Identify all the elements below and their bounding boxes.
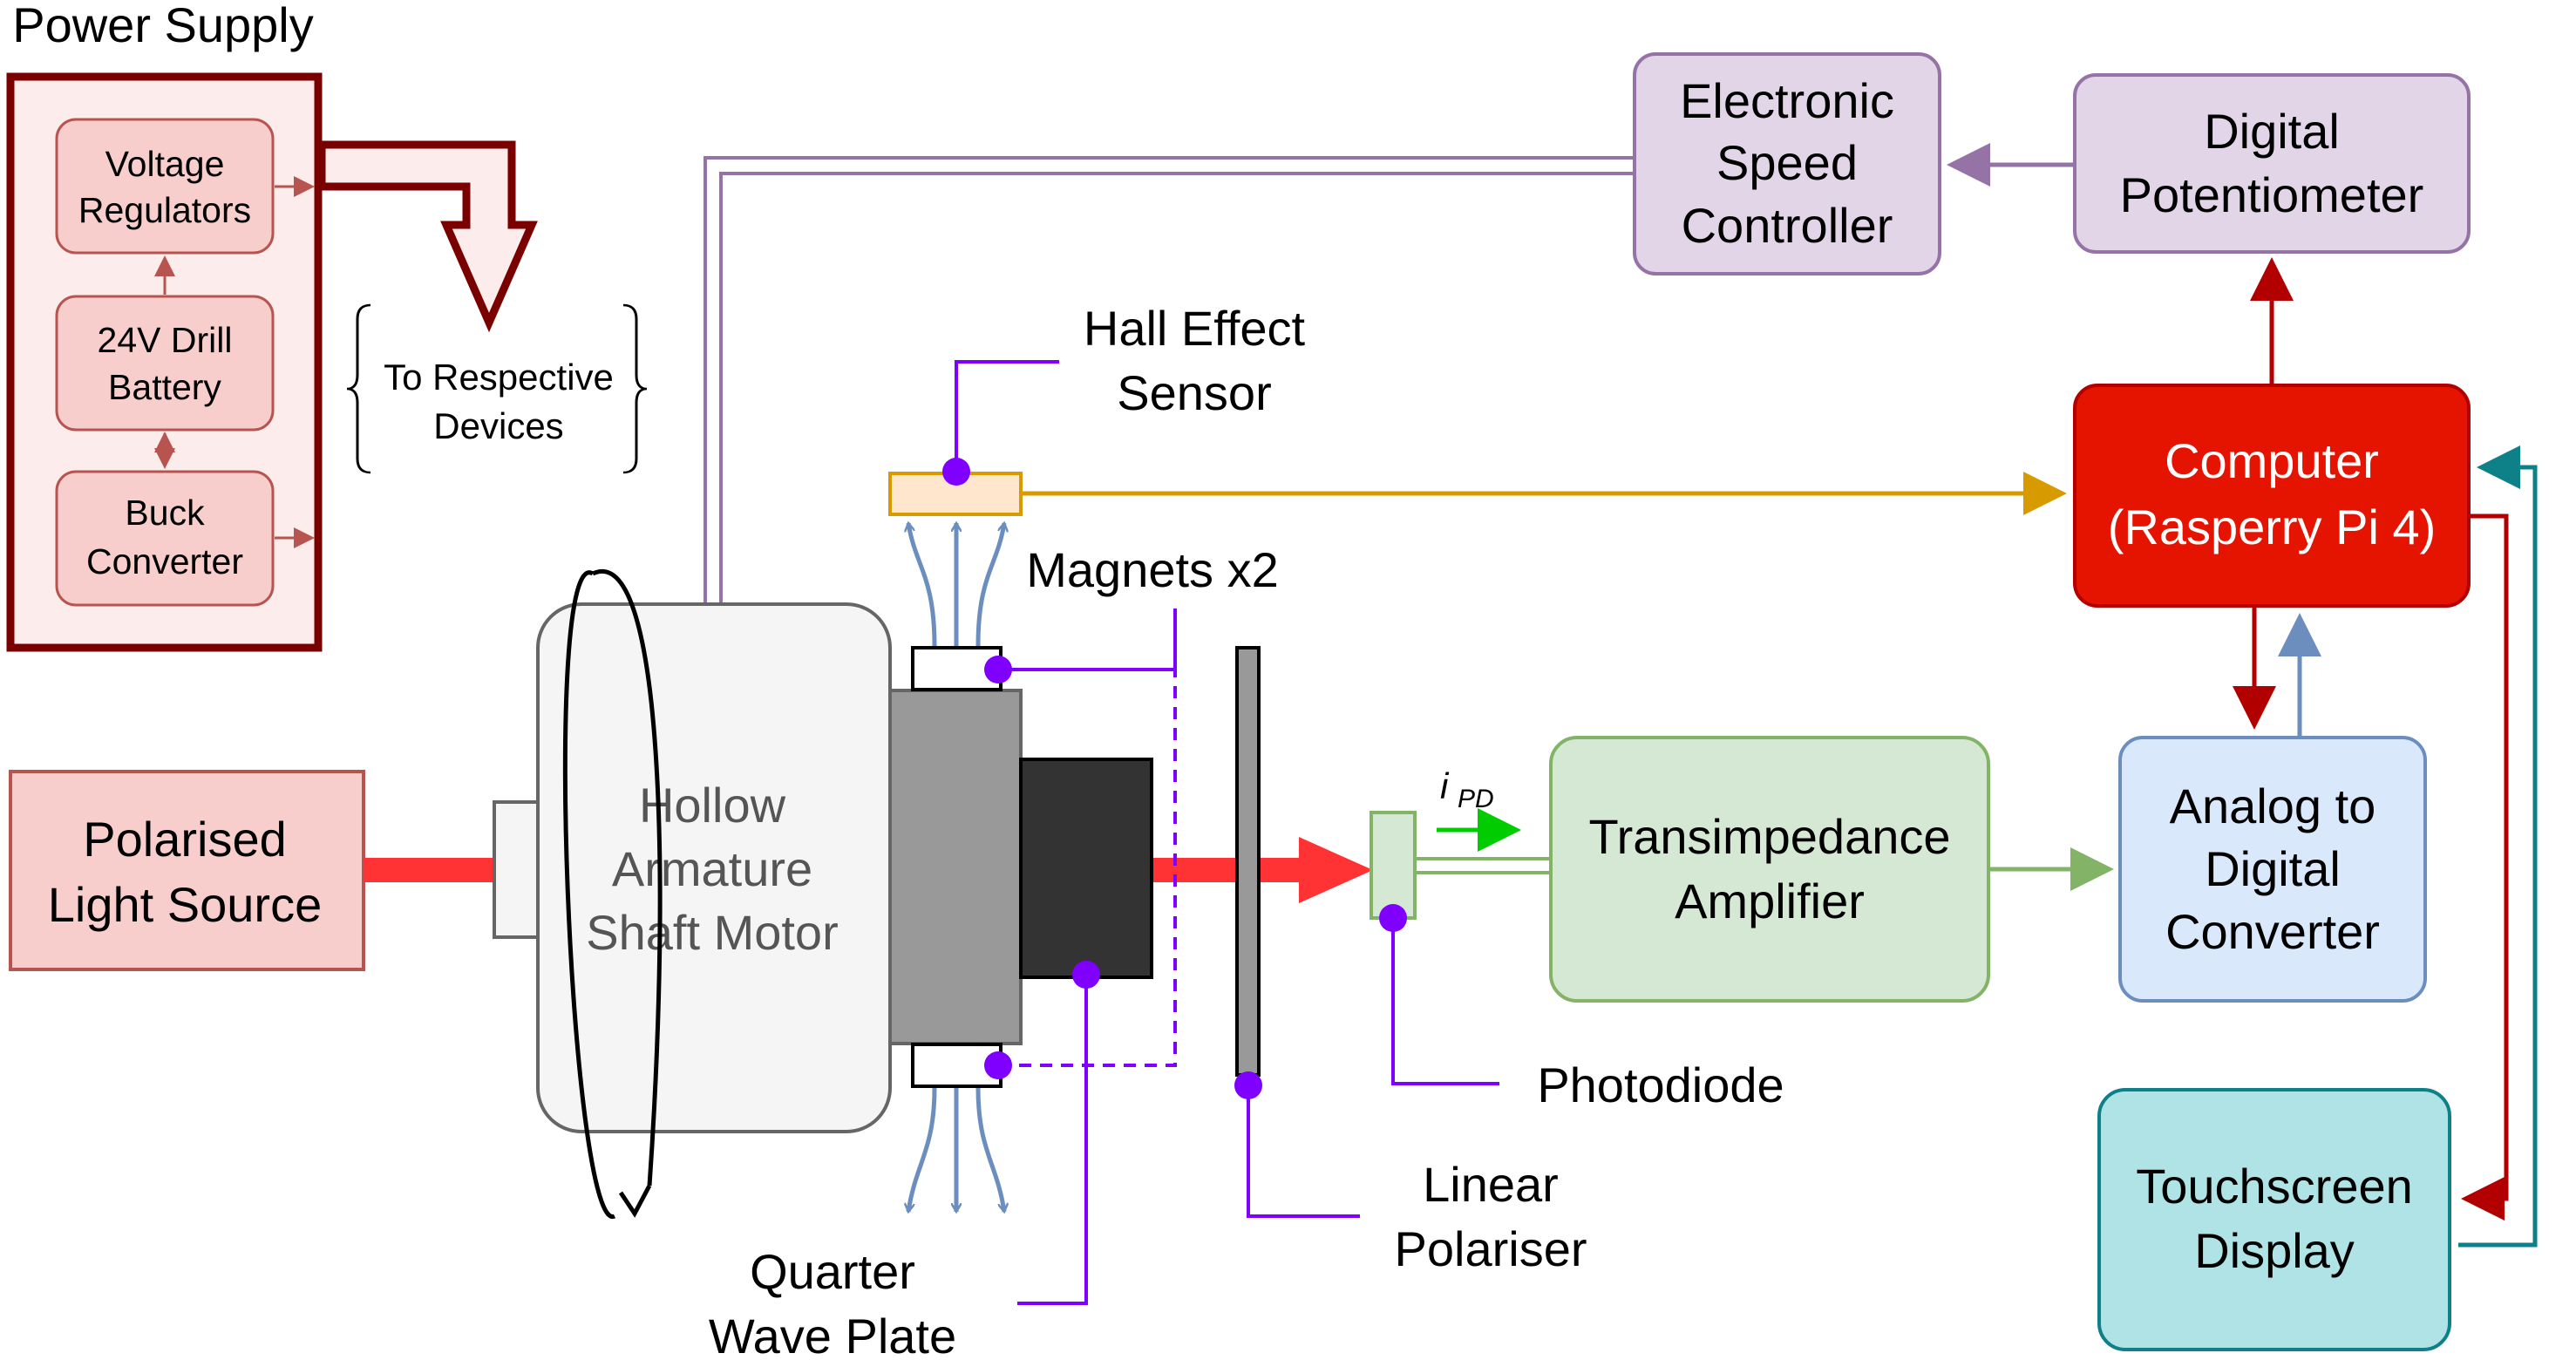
drill-battery-label-2: Battery <box>108 367 221 407</box>
tia-label-1: Transimpedance <box>1588 809 1950 864</box>
hall-leader <box>955 360 1059 472</box>
touchscreen-box <box>2097 1088 2451 1351</box>
qwp-label-2: Wave Plate <box>709 1309 956 1360</box>
voltage-regulators-label-2: Regulators <box>78 190 251 230</box>
hall-label-2: Sensor <box>1117 365 1271 420</box>
touchscreen-group: Touchscreen Display <box>2097 1088 2451 1351</box>
esc-box <box>1633 52 1941 275</box>
esc-label-3: Controller <box>1682 198 1893 253</box>
polariser-label-1: Linear <box>1423 1157 1559 1212</box>
computer-label-2: (Rasperry Pi 4) <box>2108 500 2437 554</box>
tia-label-2: Amplifier <box>1675 874 1865 928</box>
drill-battery-box <box>55 295 275 432</box>
light-source-label-2: Light Source <box>48 877 322 932</box>
rotation-arc-right <box>591 569 663 1187</box>
motor-label-2: Armature <box>612 841 812 896</box>
adc-label-2: Digital <box>2205 841 2341 896</box>
field-lines-bottom <box>908 1087 1004 1212</box>
touchscreen-to-computer-arrow <box>2458 445 2538 1248</box>
computer-box <box>2073 384 2471 608</box>
esc-label-2: Speed <box>1716 135 1858 190</box>
optical-path-group: Polarised Light Source <box>9 770 1373 971</box>
voltage-regulators-box <box>55 118 275 255</box>
current-symbol: i <box>1440 765 1450 806</box>
beam-arrowhead <box>1299 837 1373 903</box>
digipot-label-1: Digital <box>2204 104 2340 159</box>
esc-label-1: Electronic <box>1680 73 1894 128</box>
beam-input <box>364 858 494 882</box>
digipot-box <box>2073 73 2471 254</box>
light-source-box <box>9 770 365 971</box>
buck-converter-label-1: Buck <box>125 493 205 533</box>
photodiode-dot <box>1379 904 1407 932</box>
magnet-bottom-dot <box>984 1051 1012 1079</box>
field-lines-top <box>908 523 1004 647</box>
esc-group: Electronic Speed Controller Digital Pote… <box>703 52 2471 603</box>
motor-label-1: Hollow <box>639 778 786 833</box>
qwp-label-1: Quarter <box>750 1244 915 1299</box>
adc-group: Analog to Digital Converter <box>2118 736 2427 1003</box>
rotation-arrow-icon <box>618 1184 652 1218</box>
polariser-dot <box>1234 1071 1262 1099</box>
polariser-label-2: Polariser <box>1395 1221 1587 1276</box>
light-source-label-1: Polarised <box>83 812 286 867</box>
adc-label-1: Analog to <box>2170 779 2376 833</box>
right-brace <box>622 303 648 474</box>
to-devices-label-2: Devices <box>433 405 563 446</box>
motor-shaft-left <box>493 800 540 939</box>
power-supply-title: Power Supply <box>12 0 314 52</box>
magnet-top-dot <box>984 656 1012 683</box>
quarter-wave-plate <box>1019 758 1153 979</box>
tia-group: Transimpedance Amplifier <box>1549 736 2114 1003</box>
digipot-label-2: Potentiometer <box>2120 167 2424 222</box>
tia-box <box>1549 736 1990 1003</box>
polariser-leader <box>1247 1085 1360 1218</box>
touchscreen-label-1: Touchscreen <box>2136 1159 2413 1214</box>
computer-to-touchscreen-arrow <box>2461 513 2509 1221</box>
photodiode-label: Photodiode <box>1537 1057 1784 1112</box>
callout-dots <box>942 458 1407 1099</box>
drill-battery-label-1: 24V Drill <box>98 320 233 360</box>
magnets-label: Magnets x2 <box>1026 542 1279 597</box>
hall-dot <box>942 458 970 486</box>
magnet-leader-top <box>998 609 1177 671</box>
callout-leaders <box>955 360 1499 1305</box>
qwp-dot <box>1072 961 1100 989</box>
current-subscript: PD <box>1458 785 1494 813</box>
adc-label-3: Converter <box>2165 904 2380 959</box>
buck-converter-label-2: Converter <box>86 541 243 581</box>
voltage-regulators-label-1: Voltage <box>105 144 225 184</box>
buck-converter-box <box>55 470 275 607</box>
motor-label-3: Shaft Motor <box>586 905 838 960</box>
linear-polariser <box>1235 646 1261 1077</box>
left-brace <box>346 303 371 474</box>
magnet-leader-dashed <box>998 670 1177 1067</box>
photodiode-leader <box>1391 918 1499 1085</box>
esc-motor-wire-outer <box>703 156 1635 603</box>
rotor-hub <box>888 689 1023 1045</box>
esc-motor-wire-inner <box>719 172 1635 603</box>
hall-label-1: Hall Effect <box>1084 301 1306 356</box>
power-distribution-arrow <box>317 140 538 333</box>
power-supply-group: Power Supply Voltage Regulators 24V Dril… <box>6 0 648 652</box>
computer-group: Computer (Rasperry Pi 4) <box>2073 257 2538 1248</box>
motor-group: Hollow Armature Shaft Motor <box>493 472 2067 1219</box>
to-devices-label-1: To Respective <box>384 357 614 398</box>
qwp-leader <box>1017 975 1088 1305</box>
photodiode <box>1370 811 1417 920</box>
computer-label-1: Computer <box>2165 433 2379 488</box>
rotation-arc-left <box>562 570 616 1219</box>
adc-box <box>2118 736 2427 1003</box>
touchscreen-label-2: Display <box>2194 1223 2355 1278</box>
